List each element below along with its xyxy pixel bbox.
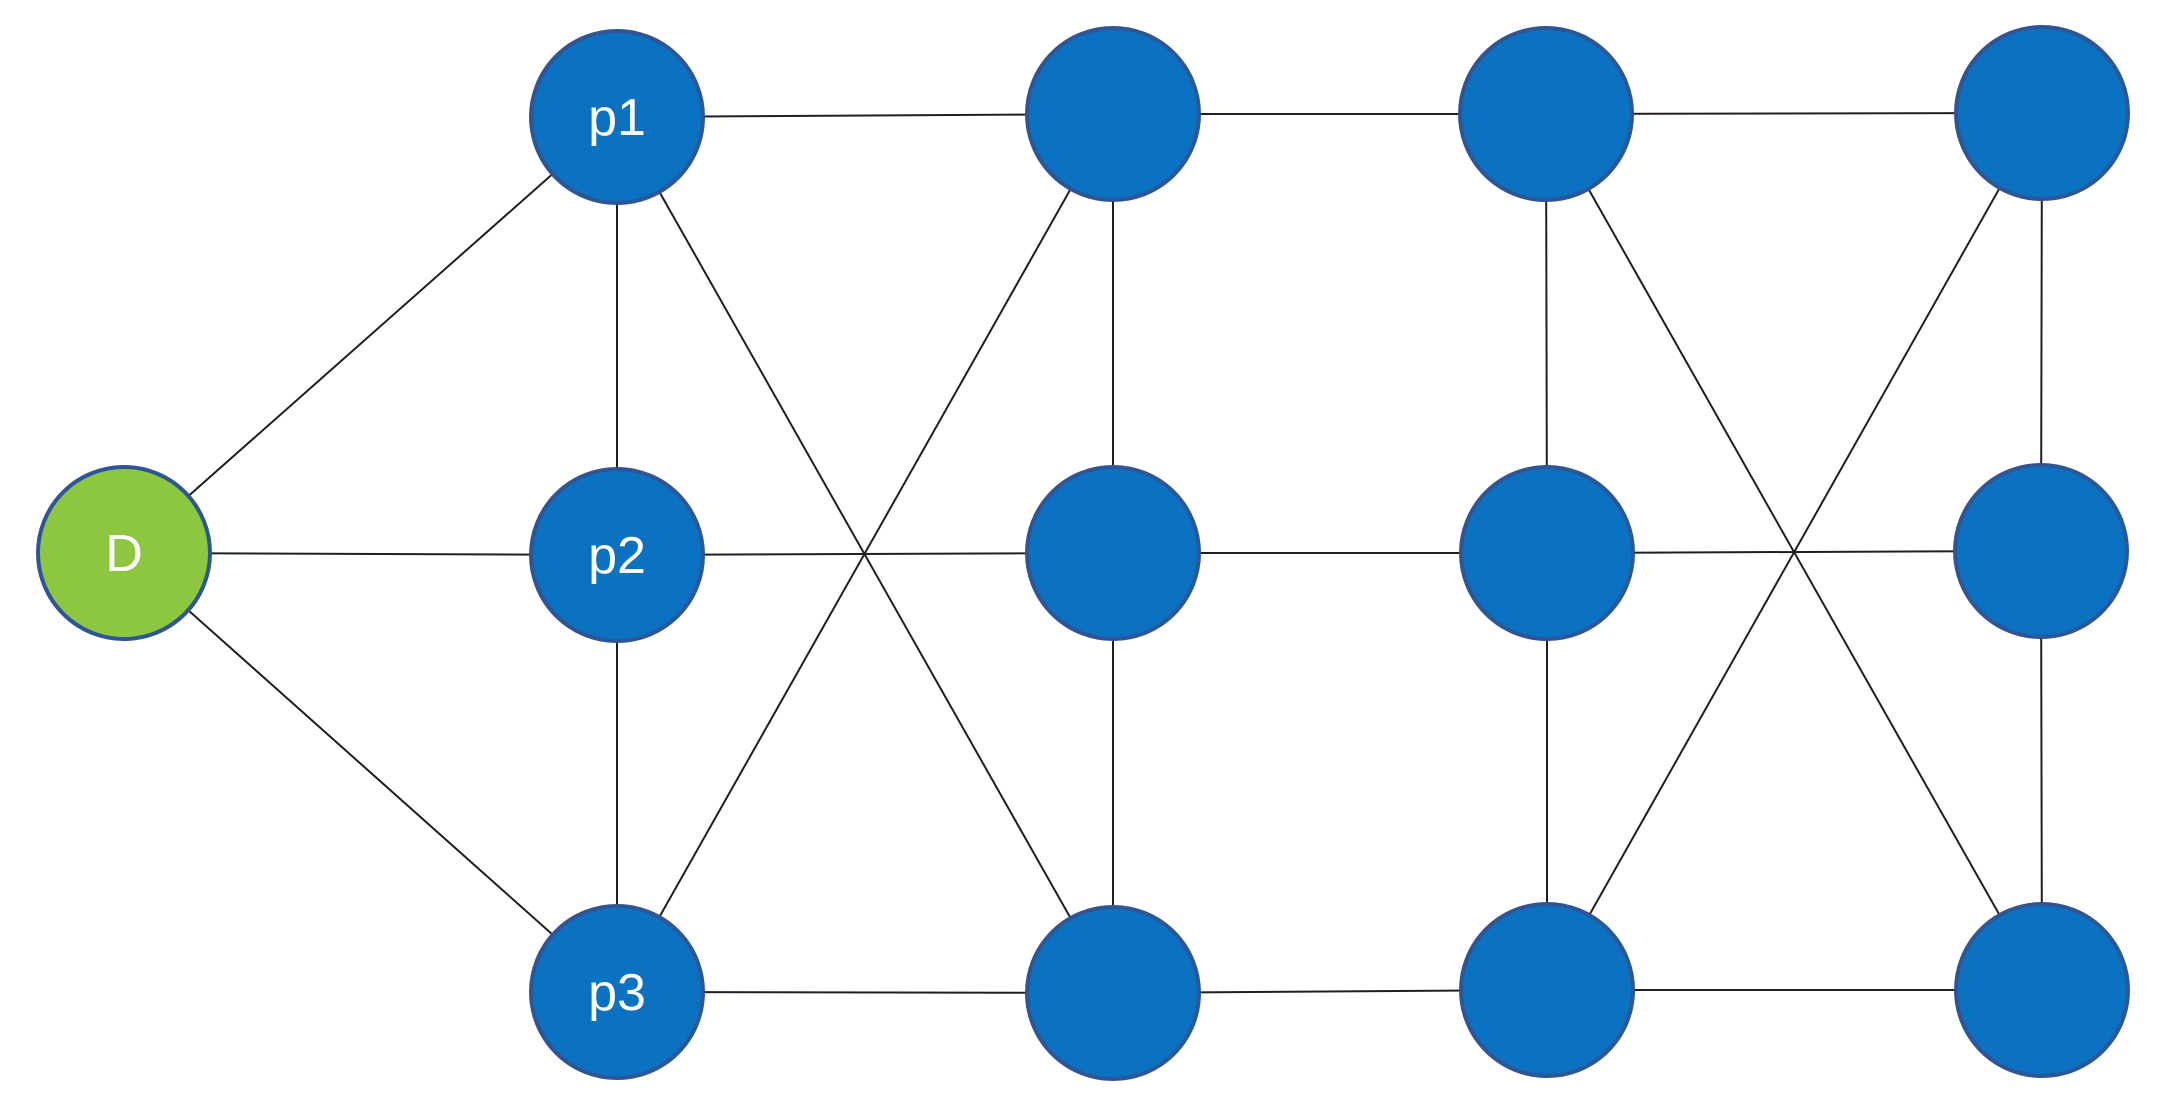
peer-node-circle-n23 <box>1025 905 1201 1081</box>
peer-node-circle-n41 <box>1954 25 2130 201</box>
node-n43 <box>1954 902 2130 1078</box>
node-p2: p2 <box>529 467 705 643</box>
peer-node-circle-p2 <box>529 467 705 643</box>
edge-p3-n21 <box>616 113 1114 993</box>
node-p3: p3 <box>529 904 705 1080</box>
node-n32 <box>1459 465 1635 641</box>
node-n33 <box>1459 902 1635 1078</box>
peer-node-circle-n31 <box>1458 26 1634 202</box>
edge-D-p3 <box>123 552 618 993</box>
node-D: D <box>36 465 212 641</box>
peer-node-circle-n43 <box>1954 902 2130 1078</box>
peer-node-circle-n32 <box>1459 465 1635 641</box>
node-n21 <box>1025 26 1201 202</box>
peer-node-circle-n22 <box>1025 465 1201 641</box>
node-layer: Dp1 p2 p3 <box>36 25 2130 1081</box>
peer-node-circle-p3 <box>529 904 705 1080</box>
peer-node-circle-n33 <box>1459 902 1635 1078</box>
edge-n33-n41 <box>1546 112 2043 991</box>
node-n22 <box>1025 465 1201 641</box>
node-p1: p1 <box>529 29 705 205</box>
edge-D-p1 <box>123 116 618 554</box>
node-n42 <box>1953 463 2129 639</box>
source-node-circle-D <box>36 465 212 641</box>
peer-node-circle-n21 <box>1025 26 1201 202</box>
peer-node-circle-p1 <box>529 29 705 205</box>
node-n23 <box>1025 905 1201 1081</box>
node-n31 <box>1458 26 1634 202</box>
peer-node-circle-n42 <box>1953 463 2129 639</box>
node-n41 <box>1954 25 2130 201</box>
